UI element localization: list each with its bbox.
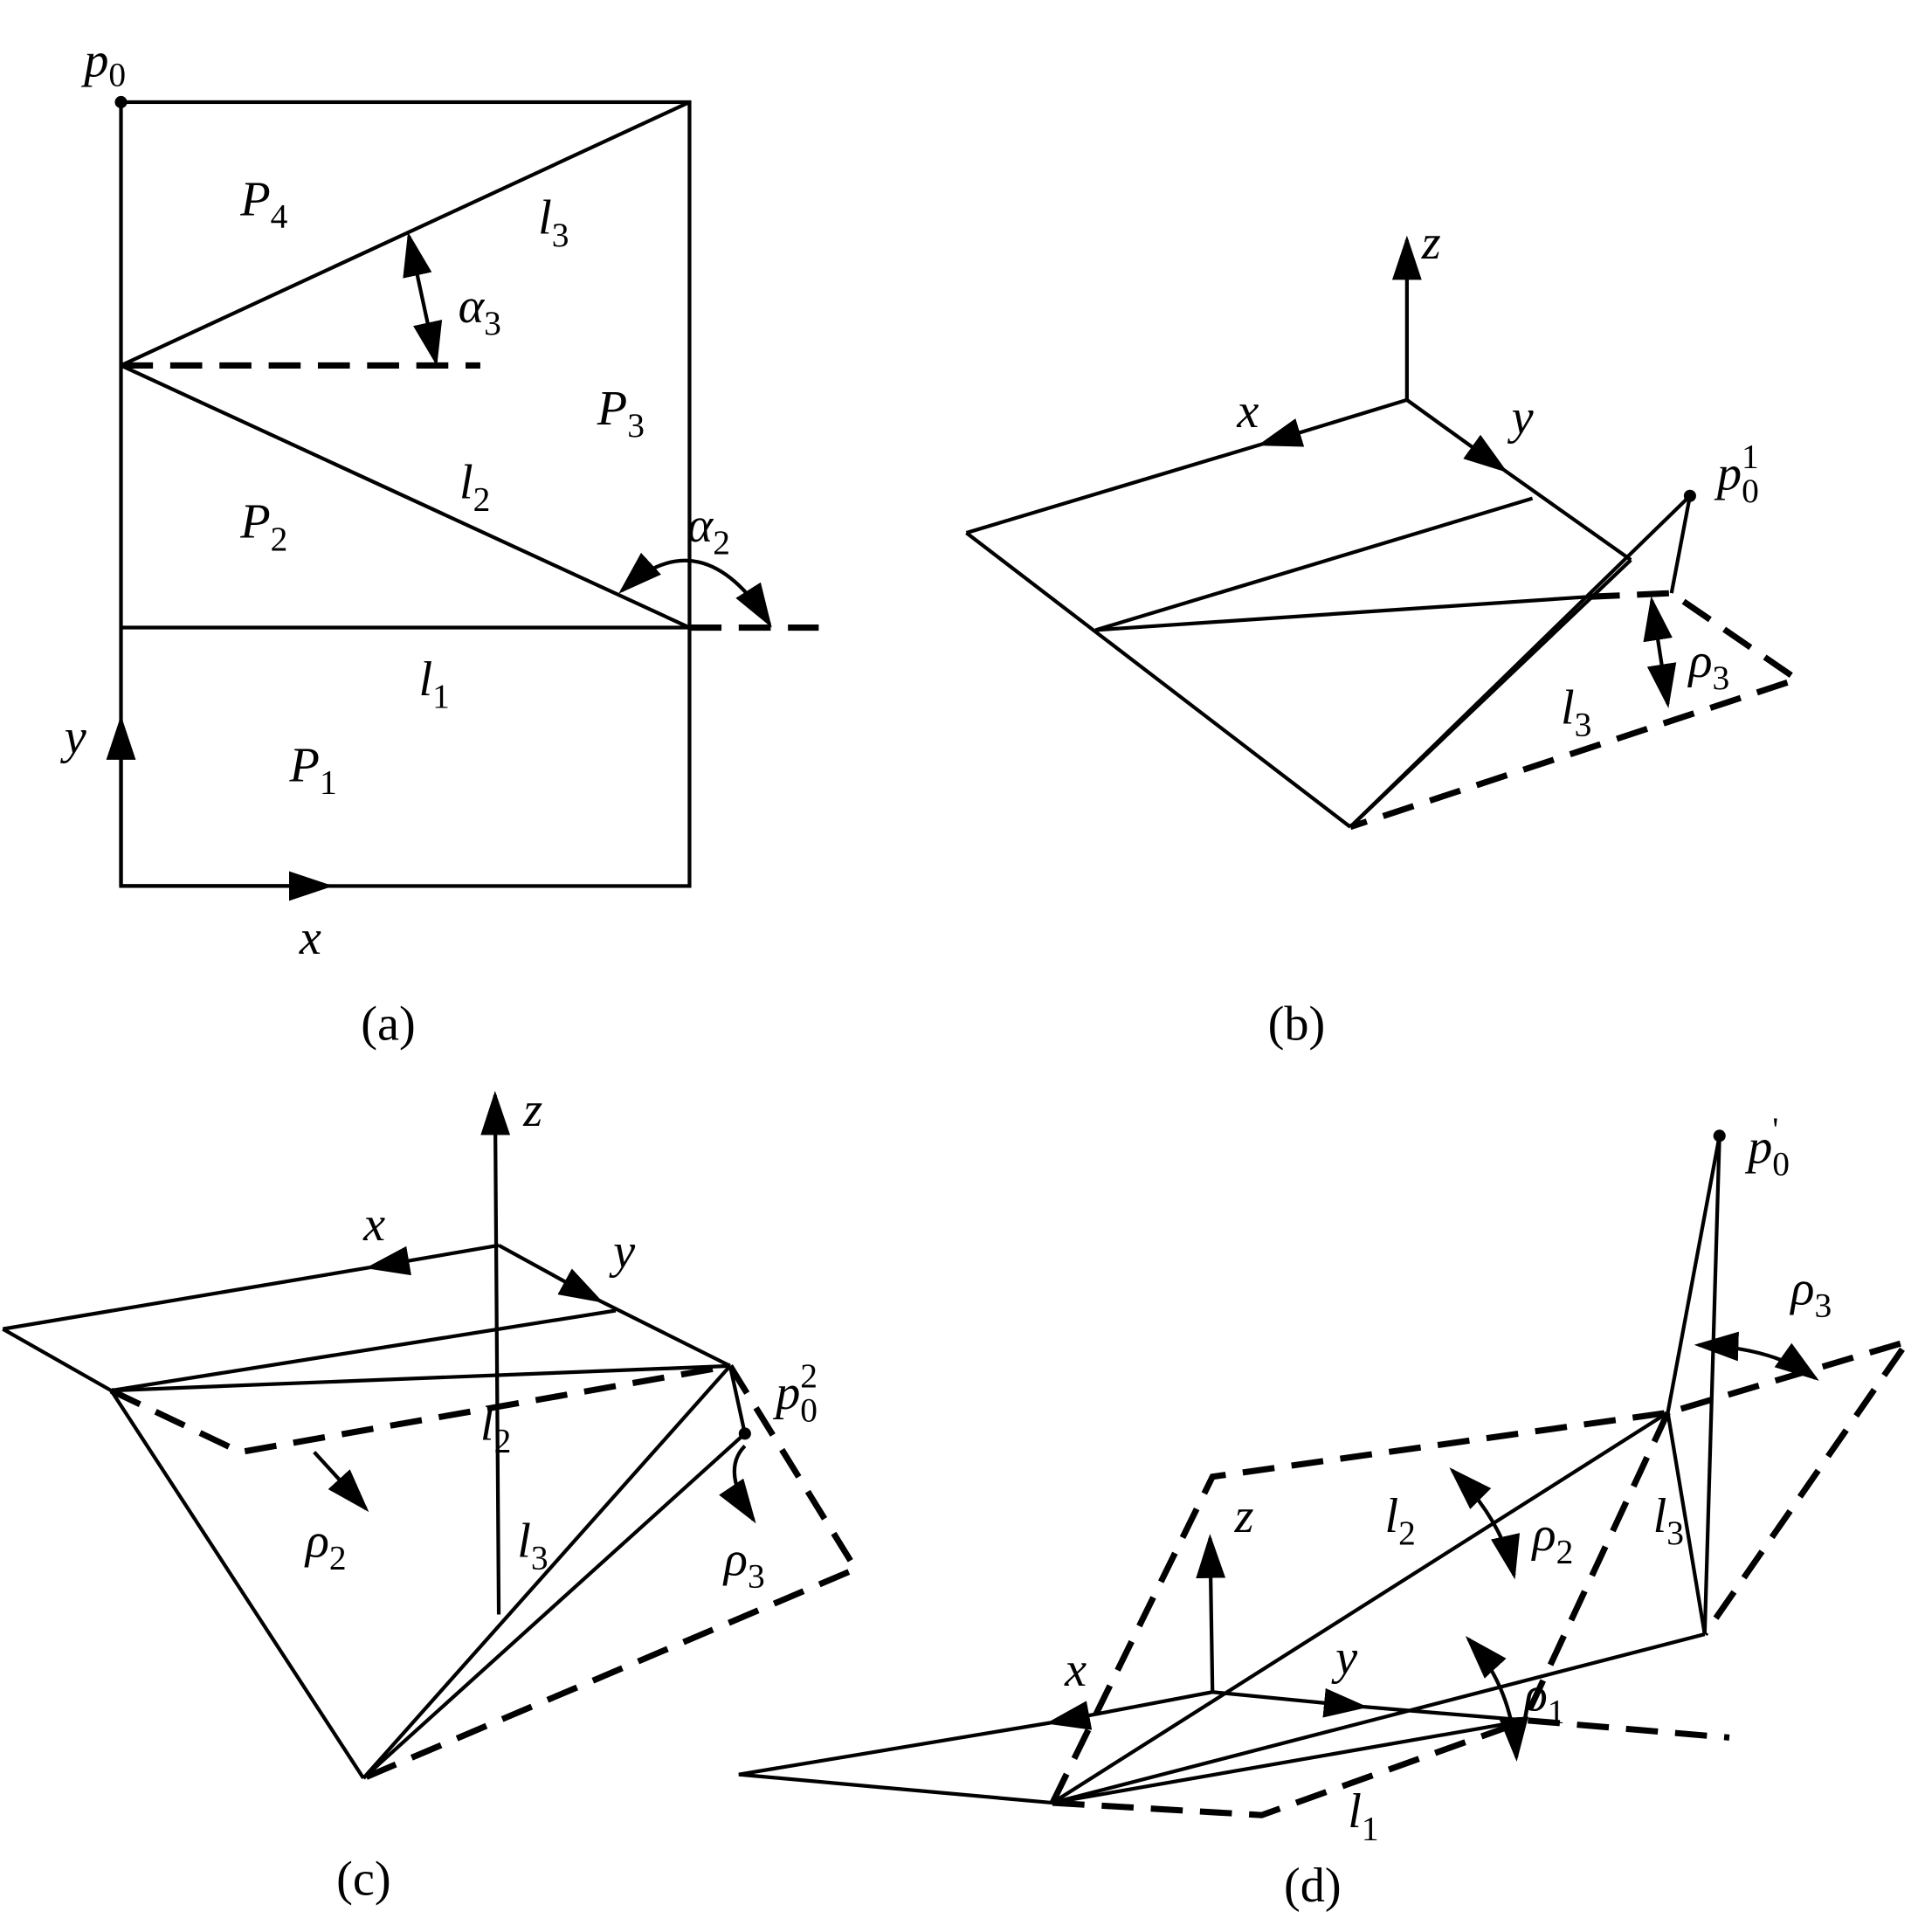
label-P1: P1 (289, 739, 337, 802)
panel-c: z x y p02 l2 ρ2 l3 ρ3 (c) (2, 1083, 860, 1907)
y-axis-arrow (1212, 1687, 1369, 1718)
x-axis-arrow (1257, 397, 1408, 447)
label-x: x (299, 911, 321, 965)
angle-rho3-arrow (1694, 1331, 1819, 1381)
angle-alpha3-arrow (403, 231, 443, 367)
label-z: z (1421, 216, 1441, 270)
panel-d: p0' ρ3 z l2 ρ2 l3 x y ρ1 l1 (d) (738, 1110, 1915, 1913)
caption-a: (a) (361, 997, 416, 1052)
label-P4: P4 (239, 173, 287, 236)
point-p0 (114, 95, 128, 108)
plate-edge (965, 442, 1263, 535)
angle-rho2-arrow (313, 1451, 369, 1513)
label-rho1: ρ1 (1522, 1667, 1565, 1730)
fold-line-l2 (111, 1363, 731, 1393)
label-l1: l1 (1348, 1784, 1378, 1847)
original-position-dashed (1349, 590, 1804, 831)
panel-a: p0 P4 l3 α3 P3 l2 P2 α2 l1 y P1 x (a) (60, 33, 819, 1052)
label-l3: l3 (1653, 1489, 1684, 1552)
plate-edge (109, 1389, 365, 1780)
label-rho3: ρ3 (1789, 1261, 1832, 1324)
fold-line-l1 (1052, 1718, 1527, 1805)
caption-c: (c) (336, 1853, 391, 1907)
plate-edge (1669, 495, 1692, 594)
label-p0-prime: p0' (1744, 1110, 1790, 1183)
plate-edge (1502, 468, 1632, 562)
fold-line (110, 1308, 617, 1393)
plate-edge (738, 1721, 1051, 1777)
y-axis-arrow (1405, 398, 1508, 473)
fold-line-l3 (1666, 1412, 1707, 1635)
fold-line-l3 (120, 100, 691, 368)
label-y: y (1507, 390, 1535, 445)
plate-edge (738, 1772, 1053, 1805)
label-x: x (1064, 1643, 1087, 1697)
plate-edge (598, 1299, 731, 1368)
plate-edge (728, 1365, 747, 1434)
caption-d: (d) (1284, 1859, 1342, 1913)
plate-edge (1702, 1135, 1721, 1635)
label-y: y (60, 710, 87, 764)
point-p02 (738, 1427, 751, 1440)
label-P3: P3 (597, 382, 645, 445)
fold-line-l2 (1051, 1411, 1669, 1804)
angle-rho2-arrow (1449, 1467, 1521, 1580)
label-l2: l2 (1384, 1489, 1415, 1552)
label-l1: l1 (418, 652, 449, 715)
label-x: x (1236, 384, 1259, 438)
label-p0: p0 (80, 33, 126, 93)
label-rho3: ρ3 (1687, 634, 1729, 697)
label-alpha3: α3 (459, 279, 501, 342)
point-p01 (1683, 489, 1696, 502)
fold-line (1095, 595, 1589, 632)
plate-edge (965, 531, 1352, 829)
caption-b: (b) (1268, 997, 1326, 1052)
plate-edge (1666, 1135, 1721, 1413)
label-y: y (609, 1225, 636, 1279)
original-position-dashed (1049, 1335, 1915, 1804)
angle-rho3-arrow (1643, 596, 1677, 708)
original-position-dashed (1052, 1717, 1730, 1818)
z-axis-arrow (480, 1090, 511, 1615)
label-l3: l3 (517, 1514, 548, 1577)
point-p0-prime (1713, 1129, 1726, 1142)
plate-edge (1052, 1632, 1706, 1805)
angle-rho1-arrow (1465, 1635, 1528, 1762)
label-rho2: ρ2 (1531, 1508, 1574, 1570)
label-l3: l3 (538, 191, 569, 254)
label-z: z (522, 1083, 542, 1137)
plate-edge (362, 1432, 747, 1780)
panel-b: z x y p01 ρ3 l3 (b) (965, 216, 1804, 1052)
y-axis-arrow (498, 1243, 604, 1303)
label-l3: l3 (1561, 680, 1591, 743)
plate-outline (119, 100, 692, 888)
label-y: y (1331, 1631, 1358, 1685)
z-axis-arrow (1196, 1534, 1226, 1693)
angle-rho3-arrow (719, 1444, 756, 1524)
x-axis-arrow (365, 1243, 500, 1276)
label-p01: p01 (1714, 437, 1759, 509)
plate-edge (2, 1327, 113, 1392)
fold-line-l3 (362, 1364, 732, 1780)
x-axis-arrow (1045, 1690, 1213, 1730)
label-P2: P2 (239, 495, 287, 558)
plate-edge (1363, 1705, 1527, 1722)
original-position-dashed (109, 1363, 731, 1456)
label-l2: l2 (480, 1397, 511, 1459)
original-position-dashed (362, 1364, 860, 1782)
plate-edge (2, 1266, 370, 1331)
label-rho2: ρ2 (304, 1514, 347, 1577)
fold-line (1094, 496, 1534, 632)
label-rho3: ρ3 (722, 1532, 765, 1595)
label-p02: p02 (772, 1356, 818, 1429)
angle-alpha2-arrow (618, 552, 772, 628)
label-alpha2: α2 (687, 499, 730, 562)
original-position-dashed (1523, 1411, 1671, 1718)
label-l2: l2 (459, 456, 490, 519)
fold-line-l2 (120, 363, 691, 630)
fold-line-l3 (1349, 494, 1692, 829)
label-x: x (362, 1197, 385, 1252)
label-z: z (1234, 1489, 1254, 1543)
